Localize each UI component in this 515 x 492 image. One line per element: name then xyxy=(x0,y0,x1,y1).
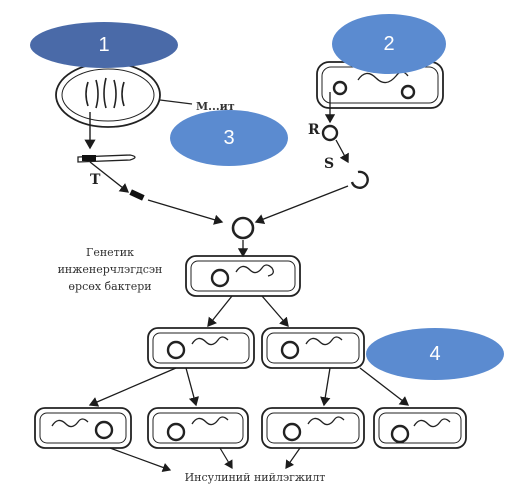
callout-3: 3 xyxy=(170,110,288,166)
insulin-gene-fragment xyxy=(129,189,145,201)
callout-3-label: 3 xyxy=(223,126,235,149)
label-t: T xyxy=(90,172,101,188)
engineered-bacterium xyxy=(185,255,301,297)
chromosomes xyxy=(85,77,125,109)
insulin-synthesis-caption: Инсулиний нийлэгжилт xyxy=(184,471,326,484)
bacterium-gen3-2 xyxy=(147,407,249,449)
callout-2: 2 xyxy=(332,14,446,74)
callout-2-label: 2 xyxy=(383,32,395,55)
recombinant-plasmid xyxy=(231,216,255,240)
bacterium-gen3-4 xyxy=(373,407,467,449)
human-cell xyxy=(55,62,193,128)
callout-4-label: 4 xyxy=(429,342,441,365)
caption-line-3: өрсөх бактери xyxy=(68,280,152,293)
caption-line-1: Генетик xyxy=(86,246,134,259)
label-s: S xyxy=(324,156,335,172)
daughter-bacterium-left xyxy=(147,327,255,369)
dna-strand xyxy=(77,154,136,163)
bacterium-gen3-3 xyxy=(261,407,365,449)
cut-plasmid-s xyxy=(350,170,369,189)
caption-line-2: инженерчлэгдсэн xyxy=(57,263,163,276)
daughter-bacterium-right xyxy=(261,327,365,369)
top-middle-caption: М...ит xyxy=(196,100,235,113)
callout-4: 4 xyxy=(366,328,504,380)
engineered-bacterium-caption: Генетик инженерчлэгдсэн өрсөх бактери xyxy=(40,244,180,295)
plasmid-r xyxy=(321,124,339,142)
bacterium-gen3-1 xyxy=(34,407,132,449)
callout-1-label: 1 xyxy=(98,33,110,56)
callout-1: 1 xyxy=(30,22,178,68)
label-r: R xyxy=(308,122,320,138)
